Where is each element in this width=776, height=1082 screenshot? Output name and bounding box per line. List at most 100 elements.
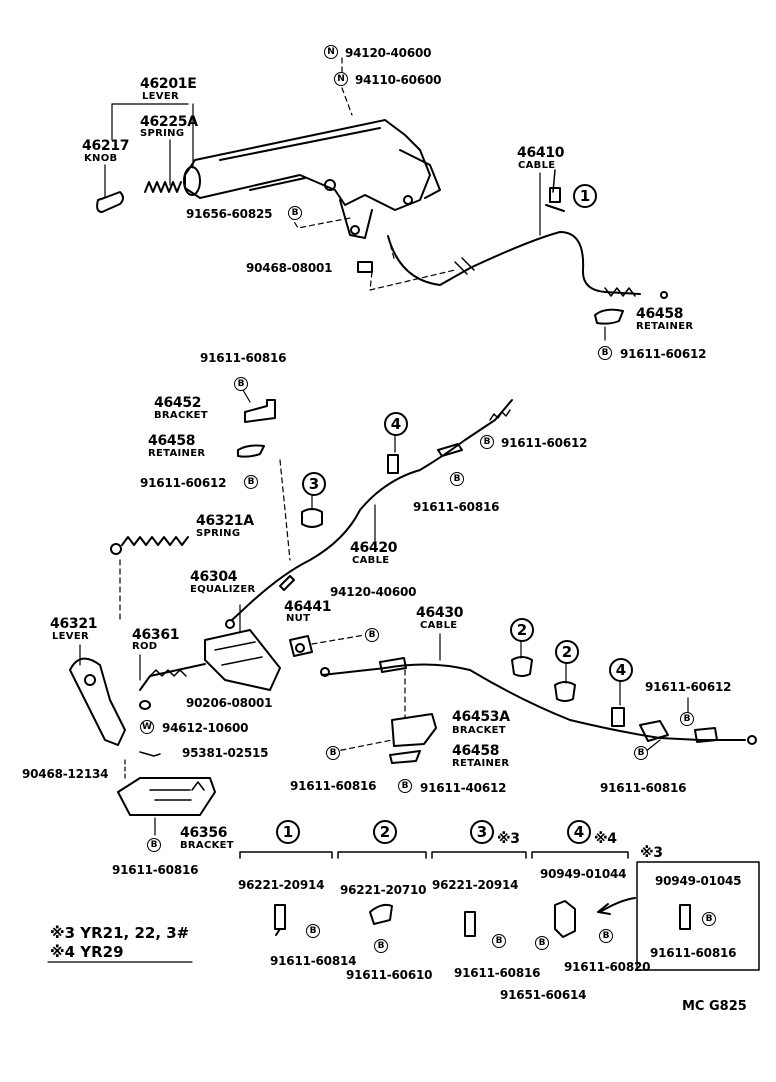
- detail-star-3-box: ※3: [640, 845, 663, 861]
- b-mark: B: [634, 746, 648, 760]
- cable-46420: [231, 399, 513, 621]
- label-cable: CABLE: [420, 620, 458, 631]
- b-mark: B: [450, 472, 464, 486]
- part-91611-60816: 91611-60816: [290, 779, 377, 793]
- label-nut: NUT: [286, 613, 311, 624]
- ref-circle-4: 4: [384, 412, 408, 436]
- part-90468-08001: 90468-08001: [246, 261, 333, 275]
- part-46452: 46452: [154, 395, 202, 411]
- n-mark: N: [334, 72, 348, 86]
- bracket-46452: [244, 399, 276, 423]
- detail-header-1: 1: [276, 820, 300, 844]
- part-91651-60614: 91651-60614: [500, 988, 587, 1002]
- part-91611-60816: 91611-60816: [413, 500, 500, 514]
- part-46201E: 46201E: [140, 76, 197, 92]
- bracket-46356: [117, 777, 216, 816]
- detail-star-4: ※4: [594, 831, 617, 847]
- lever-spring: [144, 181, 182, 193]
- b-mark: B: [535, 936, 549, 950]
- part-91611-60816: 91611-60816: [650, 946, 737, 960]
- part-46225A: 46225A: [140, 114, 198, 130]
- b-mark: B: [374, 939, 388, 953]
- detail-header-2: 2: [373, 820, 397, 844]
- rod-46361: [139, 663, 206, 691]
- b-mark: B: [398, 779, 412, 793]
- label-bracket: BRACKET: [180, 840, 234, 851]
- b-mark: B: [234, 377, 248, 391]
- part-96221-20914: 96221-20914: [432, 878, 519, 892]
- part-90949-01045: 90949-01045: [655, 874, 742, 888]
- b-mark: B: [680, 712, 694, 726]
- note-yr21: ※3 YR21, 22, 3#: [50, 924, 190, 942]
- part-46356: 46356: [180, 825, 228, 841]
- b-mark: B: [365, 628, 379, 642]
- b-mark: B: [288, 206, 302, 220]
- part-46217: 46217: [82, 138, 130, 154]
- b-mark: B: [147, 838, 161, 852]
- detail-header-3: 3: [470, 820, 494, 844]
- part-91611-60612: 91611-60612: [140, 476, 227, 490]
- part-46321A: 46321A: [196, 513, 254, 529]
- spring-46321A: [121, 536, 189, 546]
- part-90206-08001: 90206-08001: [186, 696, 273, 710]
- part-91611-60816: 91611-60816: [200, 351, 287, 365]
- b-mark: B: [598, 346, 612, 360]
- part-91611-60816: 91611-60816: [112, 863, 199, 877]
- detail-header-4: 4: [567, 820, 591, 844]
- label-cable: CABLE: [518, 160, 556, 171]
- knob: [96, 191, 124, 213]
- cable-46430: [321, 663, 746, 741]
- label-spring: SPRING: [140, 128, 185, 139]
- b-mark: B: [326, 746, 340, 760]
- label-equalizer: EQUALIZER: [190, 584, 256, 595]
- part-46420: 46420: [350, 540, 398, 556]
- part-94110-60600: 94110-60600: [355, 73, 442, 87]
- part-46410: 46410: [517, 145, 565, 161]
- part-91611-60816: 91611-60816: [600, 781, 687, 795]
- part-91611-60816: 91611-60816: [454, 966, 541, 980]
- label-bracket: BRACKET: [452, 725, 506, 736]
- ref-circle-1: 1: [573, 184, 597, 208]
- part-91611-60820: 91611-60820: [564, 960, 651, 974]
- part-46441: 46441: [284, 599, 332, 615]
- label-retainer: RETAINER: [148, 448, 206, 459]
- part-46304: 46304: [190, 569, 238, 585]
- label-lever: LEVER: [142, 91, 179, 102]
- b-mark: B: [244, 475, 258, 489]
- detail-star-3: ※3: [497, 831, 520, 847]
- part-91611-60610: 91611-60610: [346, 968, 433, 982]
- w-mark: W: [140, 720, 154, 734]
- part-95381-02515: 95381-02515: [182, 746, 269, 760]
- part-91656-60825: 91656-60825: [186, 207, 273, 221]
- part-46458: 46458: [452, 743, 500, 759]
- ref-circle-4: 4: [609, 658, 633, 682]
- part-91611-60612: 91611-60612: [620, 347, 707, 361]
- label-spring: SPRING: [196, 528, 241, 539]
- part-91611-40612: 91611-40612: [420, 781, 507, 795]
- part-46453A: 46453A: [452, 709, 510, 725]
- part-91611-60612: 91611-60612: [501, 436, 588, 450]
- b-mark: B: [599, 929, 613, 943]
- drawing-code: MC G825: [682, 999, 747, 1014]
- label-retainer: RETAINER: [452, 758, 510, 769]
- label-rod: ROD: [132, 641, 158, 652]
- bracket-46453A: [391, 713, 437, 747]
- part-46361: 46361: [132, 627, 180, 643]
- label-lever: LEVER: [52, 631, 89, 642]
- part-46458: 46458: [148, 433, 196, 449]
- b-mark: B: [492, 934, 506, 948]
- part-91611-60814: 91611-60814: [270, 954, 357, 968]
- label-cable: CABLE: [352, 555, 390, 566]
- part-94612-10600: 94612-10600: [162, 721, 249, 735]
- part-91611-60612: 91611-60612: [645, 680, 732, 694]
- part-90468-12134: 90468-12134: [22, 767, 109, 781]
- label-retainer: RETAINER: [636, 321, 694, 332]
- label-knob: KNOB: [84, 153, 118, 164]
- part-46430: 46430: [416, 605, 464, 621]
- n-mark: N: [324, 45, 338, 59]
- part-96221-20710: 96221-20710: [340, 883, 427, 897]
- lever-body: [184, 119, 431, 211]
- ref-circle-2: 2: [510, 618, 534, 642]
- b-mark: B: [702, 912, 716, 926]
